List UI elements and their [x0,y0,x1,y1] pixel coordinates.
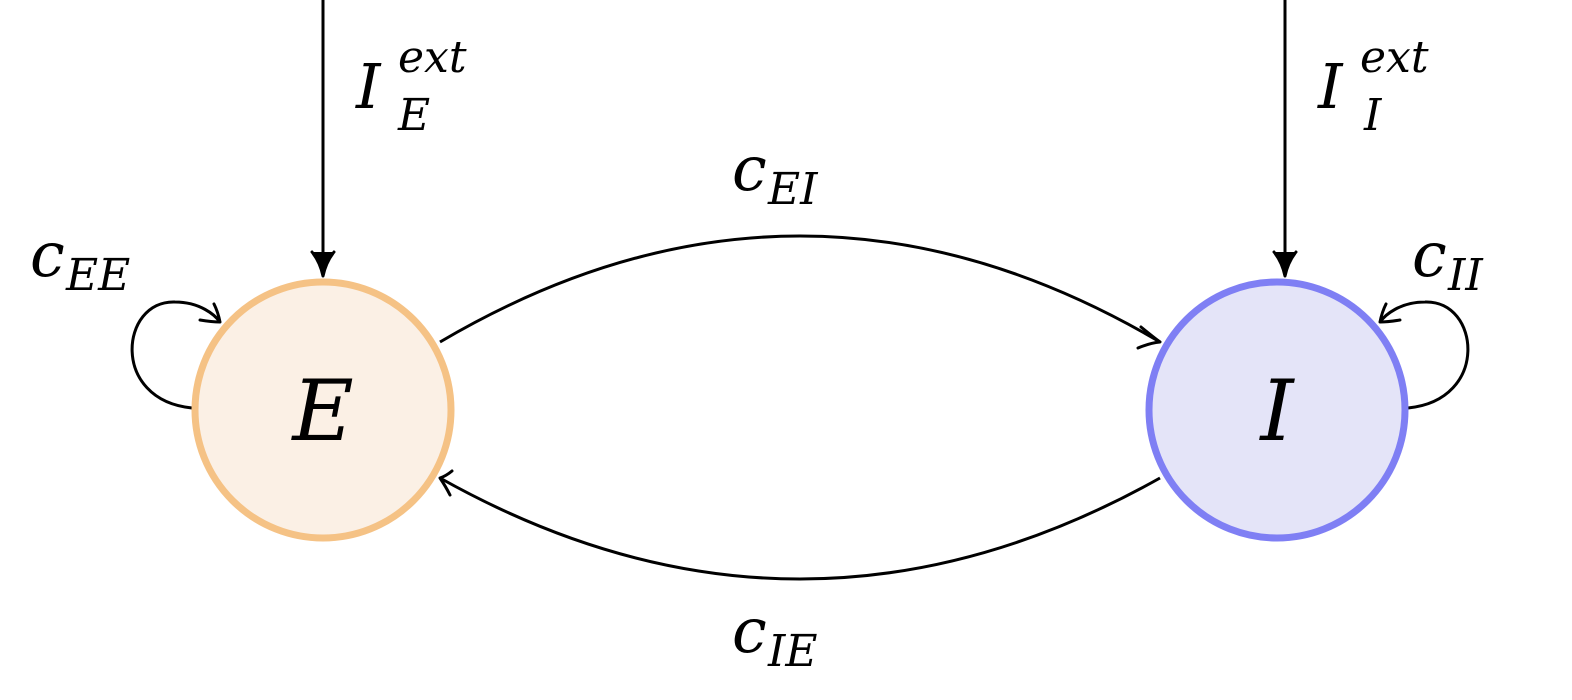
edge-e-to-i [439,234,1162,350]
edge-i-to-e-label-sub: IE [767,626,818,677]
self-loop-i [1378,300,1470,410]
external-input-i-arrow [1272,0,1298,278]
node-i-circle [1145,278,1409,542]
self-loop-i-label-sub: II [1447,250,1484,301]
external-input-i-subscript: I [1363,90,1383,141]
edge-i-to-e-label-base: c [732,594,767,667]
self-loop-e-label-sub: EE [65,250,130,301]
edge-i-to-e [438,469,1161,581]
self-loop-e-label-base: c [30,218,65,291]
self-loop-i-label-base: c [1412,218,1447,291]
node-e-circle [191,278,455,542]
node-i-label: I [1258,362,1295,460]
external-input-e-superscript: ext [398,32,467,83]
node-e-label: E [290,362,353,460]
external-input-e-arrow [310,0,336,278]
edge-e-to-i-label-sub: EI [767,164,819,215]
external-input-e-label: I [355,50,382,123]
external-input-i-label: I [1317,50,1344,123]
self-loop-e [130,300,222,410]
external-input-e-subscript: E [397,90,430,141]
external-input-i-superscript: ext [1360,32,1429,83]
edge-e-to-i-label-base: c [732,132,767,205]
